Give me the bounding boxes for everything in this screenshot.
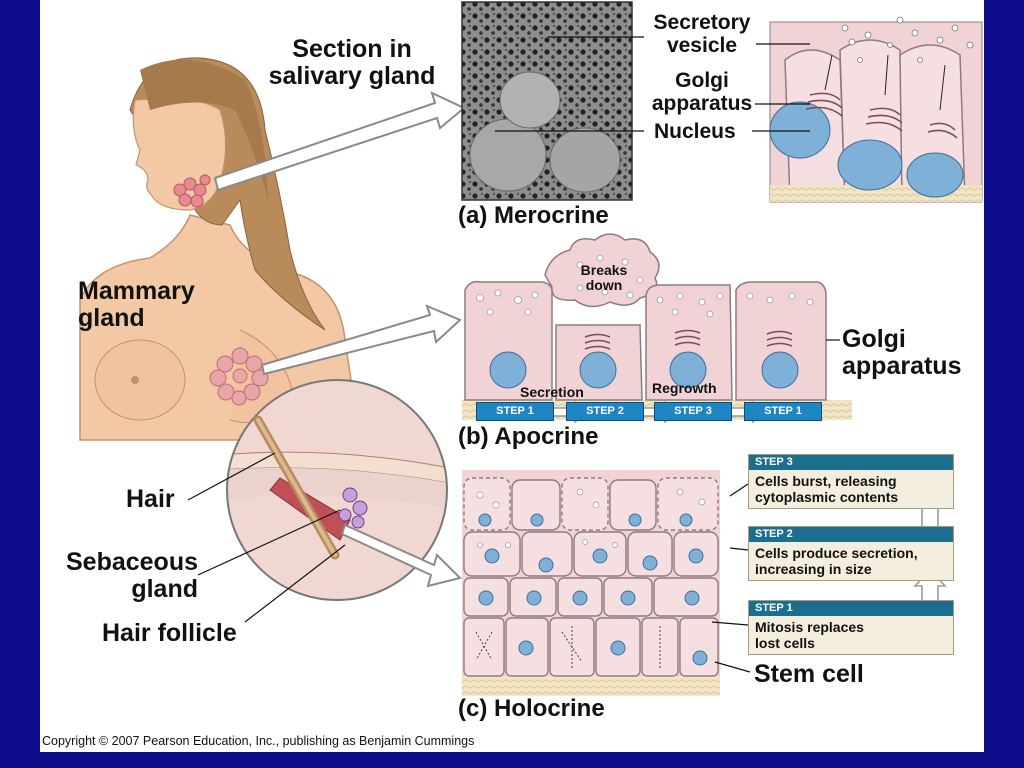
holocrine-step-head: STEP 2 xyxy=(749,527,953,542)
merocrine-cells xyxy=(769,16,983,203)
apocrine-step-tag: STEP 1 xyxy=(744,402,822,421)
copyright-notice: Copyright © 2007 Pearson Education, Inc.… xyxy=(42,734,475,748)
micrograph xyxy=(461,1,633,201)
label-stem-cell: Stem cell xyxy=(754,660,864,688)
holocrine-step-text: Mitosis replaces lost cells xyxy=(755,619,864,652)
caption-apocrine: (b) Apocrine xyxy=(458,423,599,450)
holocrine-step-head: STEP 1 xyxy=(749,601,953,616)
holocrine-step-head: STEP 3 xyxy=(749,455,953,470)
caption-holocrine: (c) Holocrine xyxy=(458,695,605,722)
holocrine-step-2-box: STEP 2 Cells produce secretion, increasi… xyxy=(748,526,954,582)
pointer-arrows xyxy=(213,91,466,588)
skin-inset xyxy=(226,379,448,601)
label-golgi-apparatus-b: Golgi apparatus xyxy=(842,325,962,380)
holocrine-step-text: Cells burst, releasing cytoplasmic conte… xyxy=(755,473,899,506)
holocrine-step-1-box: STEP 1 Mitosis replaces lost cells xyxy=(748,600,954,656)
label-secretory-vesicle: Secretory vesicle xyxy=(653,11,751,57)
apocrine-step-tag: STEP 2 xyxy=(566,402,644,421)
label-nucleus: Nucleus xyxy=(654,120,736,143)
slide: Section in salivary gland Secretory vesi… xyxy=(40,0,984,752)
caption-merocrine: (a) Merocrine xyxy=(458,202,609,229)
label-breaks-down: Breaks down xyxy=(580,262,628,294)
label-regrowth: Regrowth xyxy=(652,380,717,396)
apocrine-step-tag: STEP 3 xyxy=(654,402,732,421)
label-secretion: Secretion xyxy=(520,384,584,400)
label-mammary-gland: Mammary gland xyxy=(78,277,195,332)
label-section-salivary-gland: Section in salivary gland xyxy=(268,35,436,90)
label-sebaceous-gland: Sebaceous gland xyxy=(65,548,198,603)
apocrine-step-tag: STEP 1 xyxy=(476,402,554,421)
leader-lines xyxy=(187,36,840,673)
holocrine-step-text: Cells produce secretion, increasing in s… xyxy=(755,545,918,578)
holocrine-cells xyxy=(462,470,720,696)
label-hair-follicle: Hair follicle xyxy=(102,619,237,647)
label-hair: Hair xyxy=(126,485,175,513)
holocrine-step-3-box: STEP 3 Cells burst, releasing cytoplasmi… xyxy=(748,454,954,510)
label-golgi-apparatus-a: Golgi apparatus xyxy=(651,69,753,115)
